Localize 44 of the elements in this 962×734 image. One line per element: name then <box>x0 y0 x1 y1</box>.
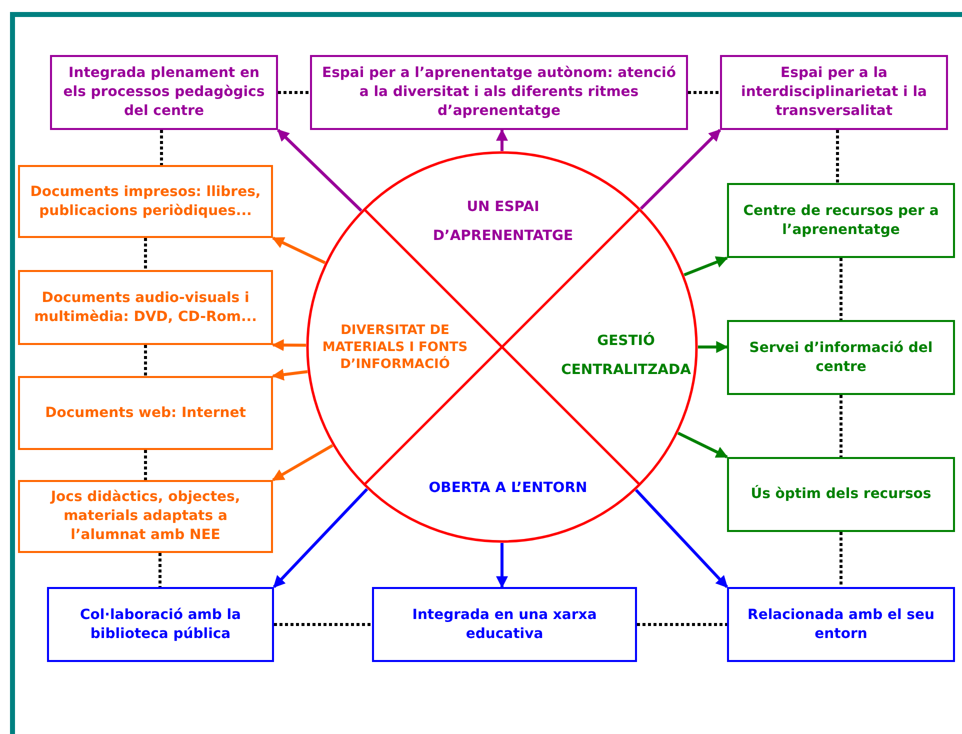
dotted-connector <box>144 345 147 376</box>
sector-label: UN ESPAI D’APRENENTATGE <box>413 193 593 250</box>
sector-label: OBERTA A L’ENTORN <box>398 479 618 498</box>
topic-box: Espai per a l’aprenentatge autònom: atenció a la diversitat i als diferents ritmes d’aprenentatge <box>310 55 688 130</box>
arrow <box>272 339 306 352</box>
arrow <box>272 368 308 381</box>
dotted-connector <box>278 91 310 94</box>
topic-box: Ús òptim dels recursos <box>727 457 955 532</box>
topic-box: Servei d’informació del centre <box>727 320 955 395</box>
topic-box: Espai per a la interdisciplinarietat i la transversalitat <box>720 55 948 130</box>
arrow <box>272 236 326 264</box>
topic-box: Jocs didàctics, objectes, materials adaptats a l’alumnat amb NEE <box>18 480 273 553</box>
dotted-connector <box>158 553 162 587</box>
arrow <box>276 128 362 212</box>
circle-shape <box>306 151 698 543</box>
topic-box: Integrada plenament en els processos pedagògics del centre <box>50 55 278 130</box>
arrow <box>496 128 508 151</box>
arrow <box>272 488 368 588</box>
dotted-connector <box>160 130 163 165</box>
topic-box: Integrada en una xarxa educativa <box>372 587 637 662</box>
dotted-connector <box>637 623 727 626</box>
topic-box: Documents impresos: llibres, publicacions periòdiques... <box>18 165 273 238</box>
topic-box: Col·laboració amb la biblioteca pública <box>47 587 274 662</box>
dotted-connector <box>836 130 839 183</box>
arrow <box>698 341 728 353</box>
dotted-connector <box>840 258 842 320</box>
sector-label: DIVERSITAT DE MATERIALS I FONTS D’INFORMACIÓ <box>309 323 481 374</box>
arrow <box>634 488 728 588</box>
arrow <box>272 444 334 482</box>
dotted-connector <box>144 450 147 480</box>
dotted-connector <box>688 91 720 94</box>
topic-box: Documents web: Internet <box>18 376 273 450</box>
arrow <box>640 128 722 210</box>
arrow <box>496 543 508 588</box>
arrow <box>684 256 728 276</box>
dotted-connector <box>274 623 372 626</box>
dotted-connector <box>840 395 842 457</box>
topic-box: Relacionada amb el seu entorn <box>727 587 955 662</box>
topic-box: Documents audio-visuals i multimèdia: DVD, CD-Rom... <box>18 270 273 345</box>
dotted-connector <box>840 532 842 587</box>
topic-box: Centre de recursos per a l’aprenentatge <box>727 183 955 258</box>
sector-label: GESTIÓ CENTRALITZADA <box>556 327 696 384</box>
arrow <box>677 432 728 458</box>
dotted-connector <box>144 238 147 270</box>
